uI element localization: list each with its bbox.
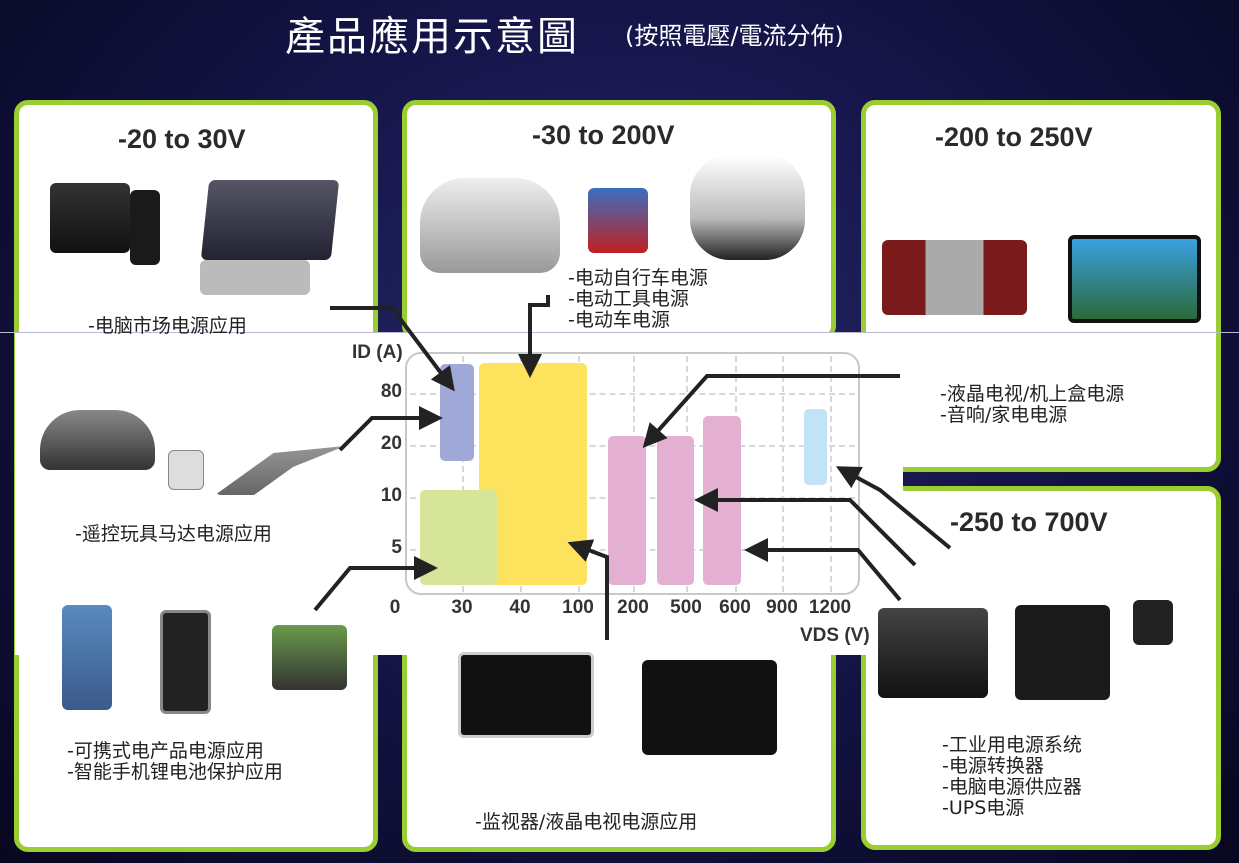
lcd-tv-image [642,660,777,755]
label-computer: -电脑市场电源应用 [88,315,247,337]
tv-image [1068,235,1201,323]
x-gridline [830,356,832,592]
x-gridline [462,356,464,592]
y-tick-label: 80 [380,381,402,402]
x-tick-label: 100 [562,597,594,618]
adapter-image [1133,600,1173,645]
stereo-image [882,240,1027,315]
ups-image [1015,605,1110,700]
psu-image [878,608,988,698]
scooter-image [690,155,805,260]
desktop-pc-image [50,183,130,253]
monitor-image [458,652,594,738]
y-axis-label: ID (A) [352,342,403,363]
page-subtitle: (按照電壓/電流分佈) [625,22,844,50]
y-tick-label: 20 [380,433,402,454]
arrow-monitor [567,539,609,640]
smartphone-image [160,610,211,714]
heading-250-700v: -250 to 700V [950,507,1108,537]
electric-car-image [420,178,560,273]
label-tv-audio: -液晶电视/机上盒电源 -音响/家电电源 [940,383,1125,426]
arrow-rc-toys [338,406,443,452]
sports-car-image [40,410,155,470]
pc-tower-image [130,190,160,265]
y-tick-label: 5 [391,537,402,558]
laptop-base-image [200,260,310,295]
x-tick-label: 900 [766,597,798,618]
label-monitor: -监视器/液晶电视电源应用 [475,811,698,833]
divider-line [0,332,1239,333]
arrow-600 [744,538,902,602]
label-portable: -可携式电产品电源应用 -智能手机锂电池保护应用 [67,740,283,783]
gps-image [272,625,347,690]
x-tick-label: 500 [670,597,702,618]
label-industrial: -工业用电源系统 -电源转换器 -电脑电源供应器 -UPS电源 [942,734,1082,819]
x-tick-label: 200 [617,597,649,618]
arrow-tv [642,374,900,448]
x-tick-label: 600 [719,597,751,618]
y-gridline [410,393,855,395]
arrow-ev [518,295,550,378]
page-title: 產品應用示意圖 [285,14,579,60]
x-tick-label: 1200 [808,597,852,618]
heading-200-250v: -200 to 250V [935,122,1093,152]
x-gridline [782,356,784,592]
label-rc-toys: -遥控玩具马达电源应用 [75,523,272,545]
bar-tv-audio [608,436,647,586]
arrow-lightblue [835,466,952,550]
x-axis-label: VDS (V) [800,625,870,646]
arrow-computer [330,306,455,392]
label-ev: -电动自行车电源 -电动工具电源 -电动车电源 [568,267,708,331]
bar-industrial [804,409,828,486]
x-tick-label: 0 [389,597,401,618]
arrow-portable [313,556,438,612]
heading-20-30v: -20 to 30V [118,124,246,154]
x-tick-label: 40 [509,597,531,618]
remote-control-image [168,450,204,490]
bar-power-converter [656,436,694,586]
x-tick-label: 30 [451,597,473,618]
heading-30-200v: -30 to 200V [532,120,675,150]
y-tick-label: 10 [380,485,402,506]
multimeter-image [62,605,112,710]
arrow-500 [694,488,917,567]
power-drill-image [588,188,648,253]
